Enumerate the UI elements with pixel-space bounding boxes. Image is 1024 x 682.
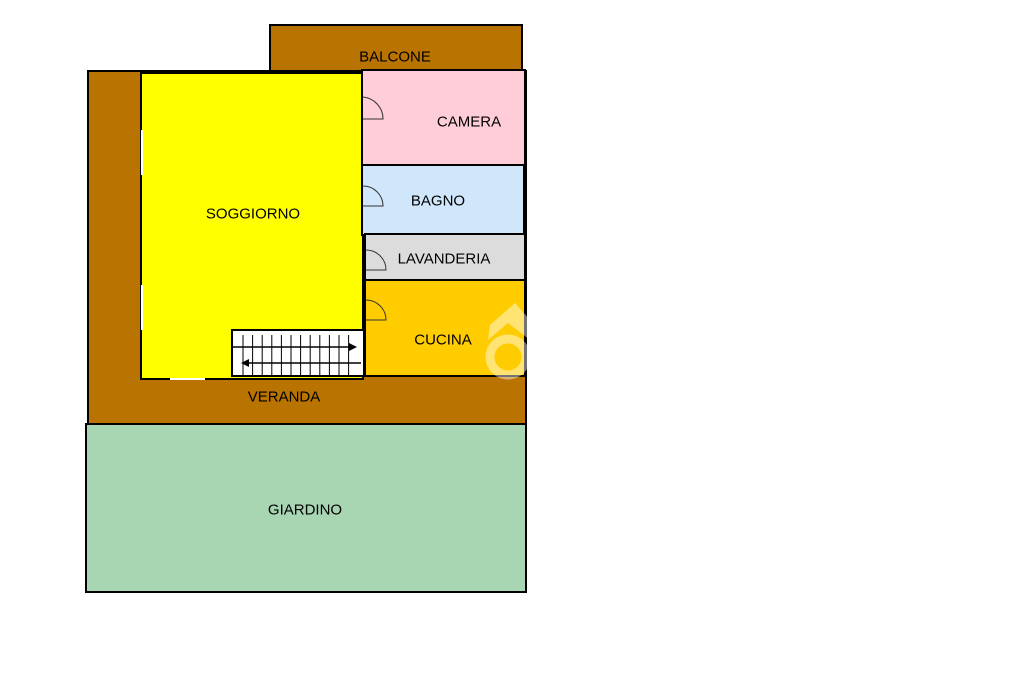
lavanderia-area bbox=[364, 233, 526, 281]
lavanderia-label: LAVANDERIA bbox=[397, 250, 491, 268]
giardino-area bbox=[85, 423, 527, 593]
door-lavanderia-icon bbox=[365, 249, 387, 271]
door-bagno-icon bbox=[362, 185, 384, 207]
camera-label: CAMERA bbox=[436, 113, 502, 131]
bagno-area bbox=[361, 164, 525, 236]
veranda-label: VERANDA bbox=[247, 388, 321, 406]
stairs-icon bbox=[231, 329, 365, 377]
door-camera-icon bbox=[362, 96, 384, 120]
cucina-area bbox=[364, 279, 526, 377]
watermark-logo-icon bbox=[485, 303, 530, 380]
soggiorno-area bbox=[140, 72, 364, 380]
cucina-label: CUCINA bbox=[414, 331, 472, 349]
balcone-label: BALCONE bbox=[359, 48, 431, 66]
giardino-label: GIARDINO bbox=[267, 501, 343, 519]
door-cucina-icon bbox=[365, 299, 387, 321]
bagno-label: BAGNO bbox=[410, 192, 466, 210]
soggiorno-label: SOGGIORNO bbox=[205, 205, 301, 223]
